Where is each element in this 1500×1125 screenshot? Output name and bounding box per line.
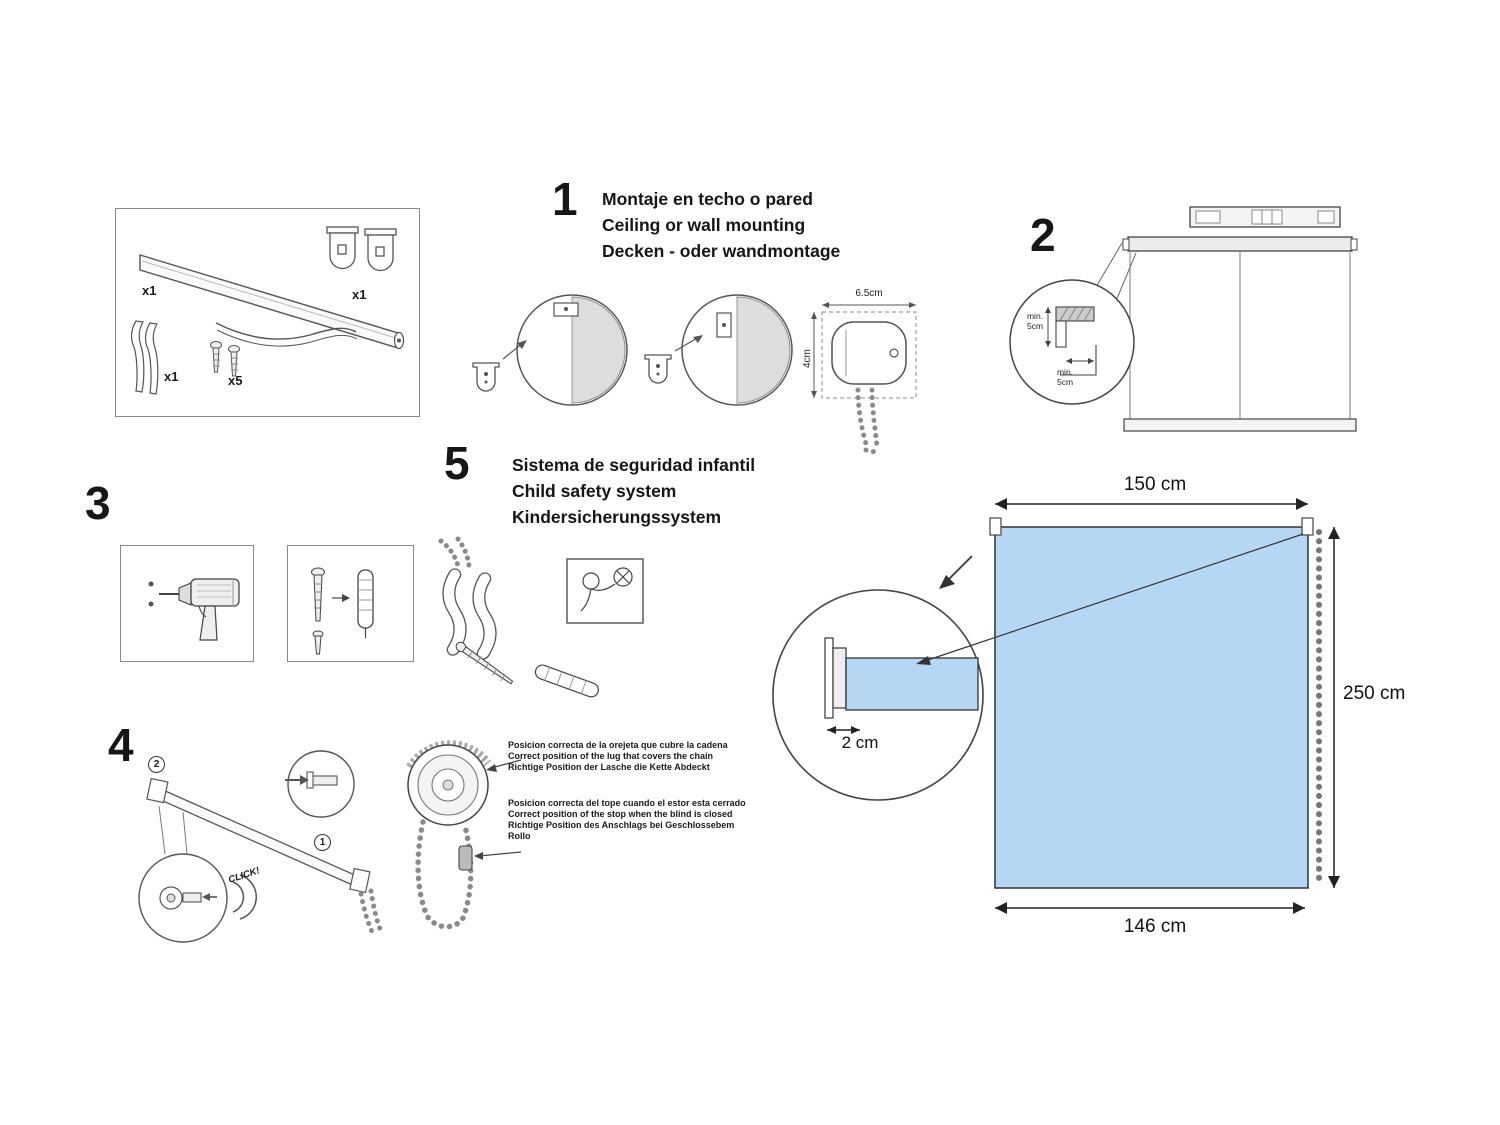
blind-outline <box>1122 236 1358 432</box>
left-bracket-icon <box>989 517 1002 536</box>
clearance-detail-circle <box>1009 279 1135 405</box>
chain-clip-icon <box>130 320 159 395</box>
step3-drill-box <box>120 545 254 662</box>
step4-marker-2: 2 <box>148 756 165 773</box>
chain-icon <box>358 888 383 939</box>
right-bracket-icon <box>1301 517 1314 536</box>
step5-diagram <box>425 535 660 715</box>
lug-pointer-arrow <box>486 764 497 772</box>
roller-blind-icon <box>139 254 405 350</box>
detail-pointer-line <box>924 533 1304 662</box>
roller-qty-label: x1 <box>142 283 157 298</box>
wall-mount-detail-circle <box>681 294 793 406</box>
click-sound-arcs <box>232 874 257 920</box>
step5-number: 5 <box>444 437 470 489</box>
chain-stop-diagram <box>393 730 523 940</box>
child-safety-warning-icon <box>566 558 644 624</box>
chain-icon <box>855 387 882 455</box>
drill-icon <box>148 578 240 641</box>
step2-number: 2 <box>1030 209 1056 261</box>
endcap-click-detail-circle <box>138 853 228 943</box>
step2-diagram <box>1000 195 1370 445</box>
chain-tensioner-icon <box>442 568 497 660</box>
lug-height-label: 4cm <box>802 349 813 368</box>
blind-dimension-diagram <box>770 468 1430 968</box>
bracket-icon <box>326 226 397 272</box>
min-clearance-side-label: min. 5cm <box>1056 367 1074 387</box>
chain-note-stop-es: Posicion correcta del tope cuando el est… <box>508 798 746 808</box>
step3-plugs-box <box>287 545 414 662</box>
width-bottom-label: 146 cm <box>1123 916 1187 937</box>
step4-diagram <box>125 748 395 953</box>
chain-note-lug: Posicion correcta de la orejeta que cubr… <box>508 740 758 773</box>
screws-icon <box>210 341 240 377</box>
chain-note-lug-de: Richtige Position der Lasche die Kette A… <box>508 762 710 772</box>
parts-box: x1 x1 x1 x5 <box>115 208 420 417</box>
height-right-label: 250 cm <box>1343 683 1406 704</box>
step1-title-de: Decken - oder wandmontage <box>602 241 841 261</box>
knob-icon <box>407 744 489 826</box>
chain-note-stop-de: Richtige Position des Anschlags bei Gesc… <box>508 820 735 841</box>
step4-marker-1: 1 <box>314 834 331 851</box>
screw-icon <box>311 567 325 655</box>
lug-width-label: 6.5cm <box>855 288 883 299</box>
min-clearance-top-label: min. 5cm <box>1026 311 1044 331</box>
wall-plug-icon <box>534 664 599 698</box>
chain-note-lug-es: Posicion correcta de la orejeta que cubr… <box>508 740 728 750</box>
spirit-level-icon <box>1189 206 1341 228</box>
screw-icon <box>455 641 514 685</box>
wall-plug-icon <box>357 569 374 638</box>
step1-title: Montaje en techo o pared Ceiling or wall… <box>602 186 840 264</box>
step1-number: 1 <box>552 173 578 225</box>
step5-title-es: Sistema de seguridad infantil <box>512 455 756 475</box>
bracket-depth-label: 2 cm <box>841 733 879 752</box>
chain-lug-icon <box>831 321 907 385</box>
chain-stop-icon <box>458 845 473 871</box>
chain-loop-icon <box>415 819 474 930</box>
chain-note-stop: Posicion correcta del tope cuando el est… <box>508 798 758 842</box>
chain-note-lug-en: Correct position of the lug that covers … <box>508 751 714 761</box>
screws-qty-label: x5 <box>228 373 243 388</box>
chain-icon <box>438 536 472 569</box>
step5-title-de: Kindersicherungssystem <box>512 507 722 527</box>
bracket-depth-detail-circle <box>772 589 984 801</box>
step1-detail-circles <box>455 285 795 470</box>
clip-qty-label: x1 <box>164 369 179 384</box>
bracket-slide-detail-circle <box>285 750 355 818</box>
parts-illustration <box>130 226 405 395</box>
fabric-curl-icon <box>215 322 358 347</box>
wall-bracket-icon <box>472 362 500 392</box>
step5-title-en: Child safety system <box>512 481 677 501</box>
bracket-qty-label: x1 <box>352 287 367 302</box>
roller-tube-icon <box>146 777 371 894</box>
step3-number: 3 <box>85 477 111 529</box>
step1-title-en: Ceiling or wall mounting <box>602 215 806 235</box>
blind-fabric <box>994 526 1309 889</box>
ceiling-mount-detail-circle <box>516 294 628 406</box>
width-top-label: 150 cm <box>1123 474 1187 495</box>
lug-dimension-diagram: 6.5cm 4cm <box>802 288 938 473</box>
circle-pointer-arrow <box>939 575 955 589</box>
stop-pointer-arrow <box>474 852 483 860</box>
ceiling-bracket-icon <box>644 354 672 384</box>
step4-number: 4 <box>108 719 134 771</box>
step5-title: Sistema de seguridad infantil Child safe… <box>512 452 755 530</box>
chain-note-stop-en: Correct position of the stop when the bl… <box>508 809 733 819</box>
step1-title-es: Montaje en techo o pared <box>602 189 813 209</box>
